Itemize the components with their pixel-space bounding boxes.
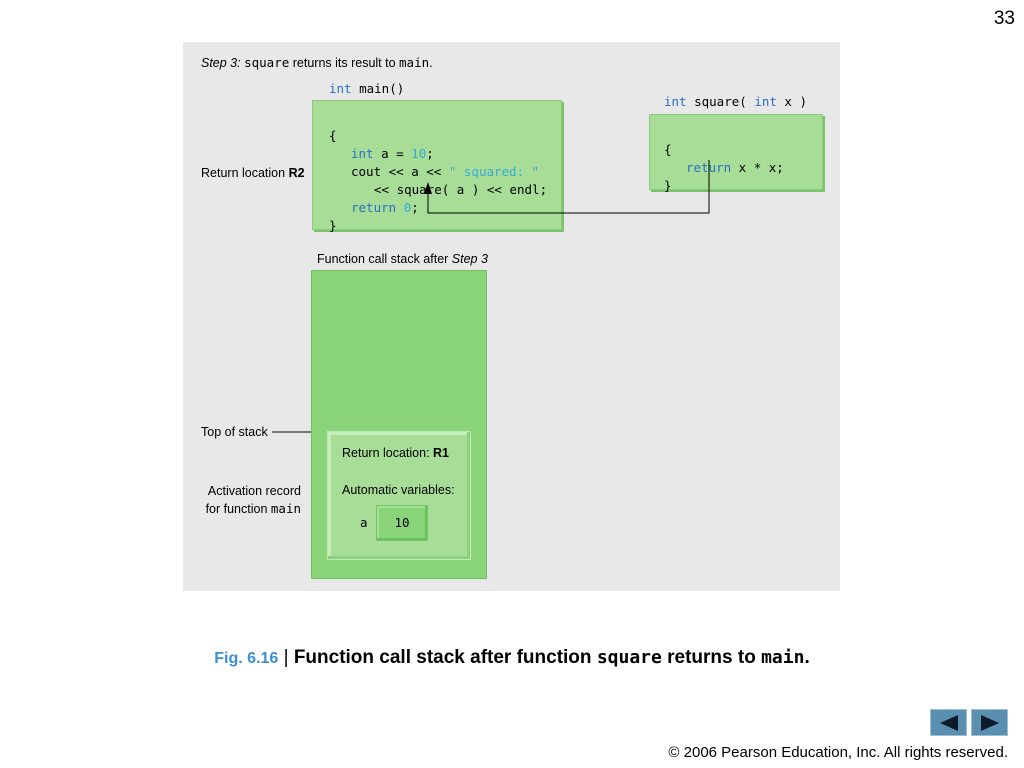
- record-return-r1: R1: [433, 446, 450, 460]
- variable-name: a: [360, 515, 368, 530]
- previous-slide-button[interactable]: [930, 709, 967, 736]
- main-signature: int main(): [329, 80, 404, 98]
- sq-body-rest: x * x;: [731, 160, 784, 175]
- variable-value-box: 10: [376, 505, 428, 541]
- copyright: © 2006 Pearson Education, Inc. All right…: [668, 744, 1008, 761]
- step-text: returns its result to: [289, 56, 400, 70]
- main-sig-keyword: int: [329, 81, 352, 96]
- figure-caption: Fig. 6.16 | Function call stack after fu…: [0, 647, 1024, 669]
- l4-end: ;: [411, 200, 419, 215]
- step-caption: Step 3: square returns its result to mai…: [201, 55, 433, 70]
- activation-record-line2: for function main: [201, 500, 301, 518]
- kw-return: return: [351, 200, 397, 215]
- step-suffix: .: [429, 56, 433, 70]
- stack-title-text: Function call stack after: [317, 252, 452, 266]
- figure-number: Fig. 6.16: [214, 650, 279, 667]
- step-label: Step 3:: [201, 56, 241, 70]
- stack-title: Function call stack after Step 3: [317, 252, 488, 266]
- left-arrow-icon: [939, 714, 958, 731]
- caption-text-2: returns to: [661, 647, 762, 668]
- step-code-main: main: [399, 55, 430, 70]
- main-code: {int a = 10;cout << a << " squared: "<< …: [329, 109, 547, 253]
- main-line-2: cout << a << " squared: ": [329, 163, 547, 181]
- activation-record-line1: Activation record: [207, 484, 301, 498]
- main-line-1: int a = 10;: [329, 145, 547, 163]
- main-open-brace: {: [329, 128, 337, 143]
- sq-sig-end: x ): [776, 94, 807, 109]
- stack-title-step: Step 3: [451, 252, 488, 266]
- return-location-text: Return location: [201, 166, 289, 180]
- caption-code-square: square: [596, 647, 662, 668]
- sq-close-brace: }: [664, 178, 672, 193]
- l4-num: 0: [403, 200, 412, 215]
- record-automatic-variables: Automatic variables:: [342, 483, 455, 497]
- caption-separator: |: [278, 647, 294, 668]
- l1-end: ;: [426, 146, 434, 161]
- sq-kw-int2: int: [754, 94, 777, 109]
- return-arrow-head: [424, 182, 432, 194]
- kw-int: int: [351, 146, 374, 161]
- next-slide-button[interactable]: [971, 709, 1008, 736]
- l2-str: " squared: ": [448, 164, 540, 179]
- activation-record-for: for function: [205, 502, 271, 516]
- return-location-r2: R2: [288, 166, 305, 180]
- caption-text-3: .: [804, 647, 810, 668]
- sq-kw-int: int: [664, 94, 687, 109]
- right-arrow-icon: [980, 714, 999, 731]
- activation-record-main: main: [270, 501, 301, 516]
- square-signature: int square( int x ): [664, 93, 807, 111]
- record-return-location: Return location: R1: [342, 446, 449, 460]
- main-line-3: << square( a ) << endl;: [374, 182, 548, 197]
- caption-code-main: main: [761, 647, 805, 668]
- sq-open-brace: {: [664, 142, 672, 157]
- caption-text-1: Function call stack after function: [293, 647, 597, 668]
- sq-sig-mid: square(: [686, 94, 755, 109]
- main-line-4: return 0;: [329, 199, 547, 217]
- top-of-stack-label: Top of stack: [201, 425, 268, 439]
- l1-mid: a =: [373, 146, 412, 161]
- slide-number: 33: [993, 8, 1015, 29]
- record-return-text: Return location:: [342, 446, 434, 460]
- l2-a: cout << a <<: [351, 164, 449, 179]
- return-location-label: Return location R2: [201, 166, 305, 180]
- activation-record-label: Activation record for function main: [201, 482, 301, 518]
- l1-num: 10: [411, 146, 427, 161]
- main-function-box: [312, 100, 562, 230]
- square-function-box: [649, 114, 823, 190]
- step-code-square: square: [244, 55, 290, 70]
- main-close-brace: }: [329, 218, 337, 233]
- main-sig-rest: main(): [351, 81, 405, 96]
